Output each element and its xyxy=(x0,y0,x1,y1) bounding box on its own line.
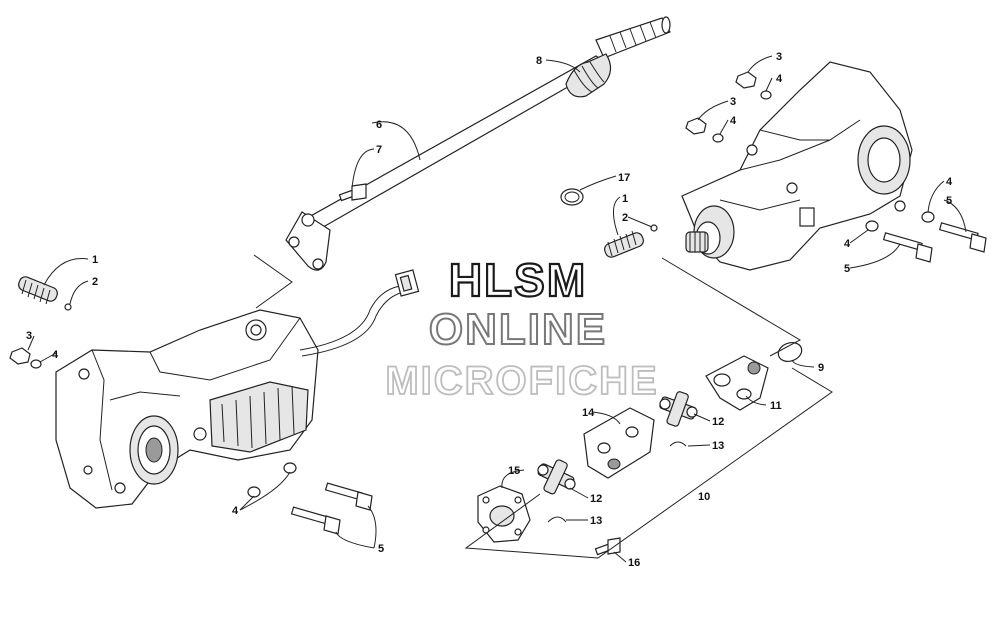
o-ring-9 xyxy=(777,341,803,363)
callout-10: 10 xyxy=(698,491,710,503)
nut-washer-left xyxy=(9,347,42,369)
spring-1-right xyxy=(604,224,658,258)
callout-1: 1 xyxy=(92,254,98,266)
callout-3: 3 xyxy=(776,51,782,63)
nuts-3-right xyxy=(685,71,772,143)
ring-17 xyxy=(560,188,584,206)
callout-13: 13 xyxy=(590,515,602,527)
bolt-7 xyxy=(338,183,367,202)
cross-12-lower xyxy=(537,459,576,495)
clip-13-upper xyxy=(669,441,687,447)
cross-12-upper xyxy=(659,391,698,427)
callout-15: 15 xyxy=(508,465,520,477)
yoke-11 xyxy=(705,355,769,411)
callout-7: 7 xyxy=(376,144,382,156)
washers-4-left xyxy=(247,462,297,498)
callout-12: 12 xyxy=(712,416,724,428)
callout-2: 2 xyxy=(622,212,628,224)
callout-labels: 1 2 3 4 4 5 6 7 8 3 4 3 4 17 1 2 4 5 4 5… xyxy=(26,51,953,569)
callout-4: 4 xyxy=(776,73,783,85)
callout-4: 4 xyxy=(844,238,851,250)
callout-4: 4 xyxy=(730,115,737,127)
callout-6: 6 xyxy=(376,119,382,131)
leader-lines xyxy=(27,55,967,563)
callout-5: 5 xyxy=(946,195,952,207)
callout-1: 1 xyxy=(622,193,628,205)
callout-9: 9 xyxy=(818,362,824,374)
callout-11: 11 xyxy=(770,400,782,412)
washers-4-right xyxy=(865,211,935,232)
callout-13: 13 xyxy=(712,440,724,452)
watermark-line-2: ONLINE xyxy=(429,305,607,354)
callout-2: 2 xyxy=(92,276,98,288)
yoke-14 xyxy=(583,407,655,479)
rear-input-spline xyxy=(685,231,709,253)
group-outline xyxy=(253,254,833,559)
front-gearcase xyxy=(55,269,420,509)
callout-8: 8 xyxy=(536,55,542,67)
clip-13-lower xyxy=(547,516,567,523)
bolts-5-right xyxy=(882,222,987,263)
callout-17: 17 xyxy=(618,172,630,184)
watermark: HLSM ONLINE MICROFICHE xyxy=(384,253,658,404)
watermark-line-3: MICROFICHE xyxy=(385,359,658,403)
callout-5: 5 xyxy=(844,263,850,275)
callout-16: 16 xyxy=(628,557,640,569)
spring-1-left xyxy=(18,276,72,311)
bolt-16 xyxy=(594,537,621,556)
callout-14: 14 xyxy=(582,407,595,419)
rear-gearcase xyxy=(681,61,913,271)
callout-3: 3 xyxy=(730,96,736,108)
drive-shaft-assembly xyxy=(285,16,671,271)
callout-4: 4 xyxy=(232,505,239,517)
callout-3: 3 xyxy=(26,330,32,342)
callout-4: 4 xyxy=(52,349,59,361)
callout-4: 4 xyxy=(946,176,953,188)
watermark-line-1: HLSM xyxy=(449,254,587,306)
bolts-5-left xyxy=(290,482,373,535)
callout-12: 12 xyxy=(590,493,602,505)
callout-5: 5 xyxy=(378,543,384,555)
flange-15 xyxy=(477,485,531,543)
